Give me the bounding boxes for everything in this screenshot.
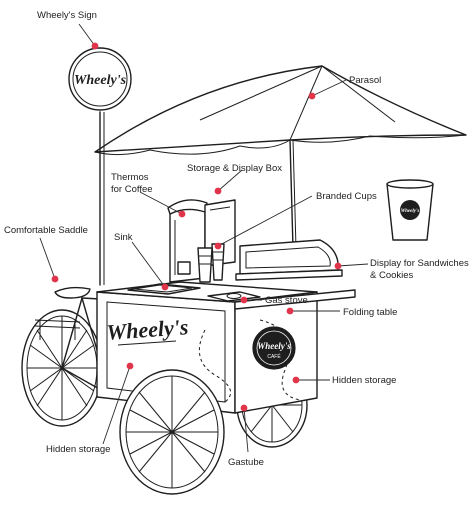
label-gas-stove: Gas stove	[265, 295, 308, 306]
marker-branded-cups	[214, 242, 222, 250]
leader-lines	[39, 23, 369, 453]
cup-logo-text: Wheely's	[401, 209, 420, 214]
cart-wheel-front	[119, 369, 225, 495]
wheelys-sign: Wheely's	[68, 47, 132, 111]
badge-logo-text: Wheely's	[257, 341, 291, 351]
label-sink: Sink	[114, 232, 133, 243]
branded-cup-illustration: Wheely's	[386, 179, 434, 241]
gas-stove	[207, 291, 261, 302]
label-display-line2: & Cookies	[370, 270, 414, 281]
display-case	[235, 239, 343, 281]
label-storage-display-box: Storage & Display Box	[187, 163, 282, 174]
label-display-line1: Display for Sandwiches	[370, 258, 469, 269]
marker-parasol	[308, 92, 316, 100]
marker-saddle	[51, 275, 59, 283]
cart-logo-text: Wheely's	[106, 314, 189, 345]
label-branded-cups: Branded Cups	[316, 191, 377, 202]
cart-logo: Wheely's	[106, 314, 189, 346]
sign-pole	[99, 111, 105, 286]
label-comfortable-saddle: Comfortable Saddle	[4, 225, 88, 236]
badge-sub-text: CAFÉ	[267, 353, 281, 360]
thermos	[167, 199, 208, 283]
sign-logo-text: Wheely's	[74, 73, 127, 88]
label-thermos-line1: Thermos	[111, 172, 149, 183]
label-hidden-storage-left: Hidden storage	[46, 444, 110, 455]
cup-stack	[197, 243, 225, 283]
marker-folding-table	[286, 307, 294, 315]
label-thermos-line2: for Coffee	[111, 184, 153, 195]
parasol	[94, 65, 467, 249]
label-wheelys-sign: Wheely's Sign	[37, 10, 97, 21]
marker-display	[334, 262, 342, 270]
label-folding-table: Folding table	[343, 307, 397, 318]
marker-gas-stove	[240, 296, 248, 304]
marker-hidden-storage-left	[126, 362, 134, 370]
marker-gastube	[240, 404, 248, 412]
marker-hidden-storage-right	[292, 376, 300, 384]
markers	[51, 42, 342, 412]
marker-storage-box	[214, 187, 222, 195]
marker-sink	[161, 283, 169, 291]
folding-table	[234, 289, 356, 310]
label-parasol: Parasol	[349, 75, 381, 86]
label-hidden-storage-right: Hidden storage	[332, 375, 396, 386]
label-gastube: Gastube	[228, 457, 264, 468]
marker-thermos	[178, 210, 186, 218]
comfortable-saddle	[54, 286, 91, 299]
labels: Wheely's Sign Parasol Thermos for Coffee…	[4, 10, 469, 468]
cafe-badge: Wheely's CAFÉ	[252, 326, 296, 370]
marker-wheelys-sign	[91, 42, 99, 50]
